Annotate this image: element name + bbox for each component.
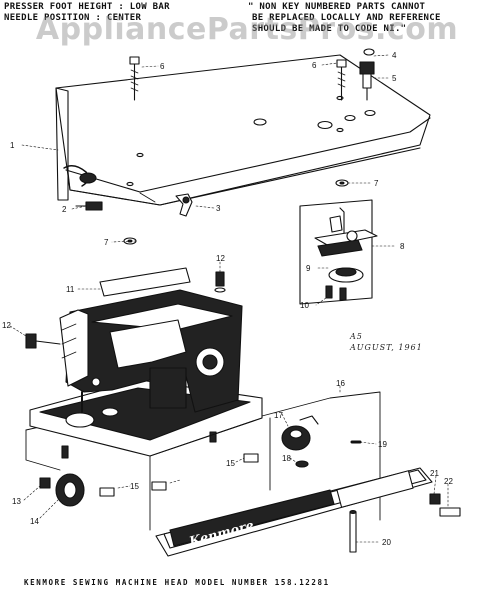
part-label: 6 <box>312 61 317 70</box>
part-label: 9 <box>306 264 311 273</box>
trim-strip-11 <box>99 267 191 297</box>
part-label: 15 <box>130 482 139 491</box>
part-label: 1 <box>10 141 15 150</box>
part-3-lever <box>175 193 193 217</box>
part-label: 3 <box>216 204 221 213</box>
clip-15a <box>99 487 115 497</box>
part-label: 17 <box>274 411 283 420</box>
header-right-line1: " NON KEY NUMBERED PARTS CANNOT <box>248 2 426 12</box>
part-label: 12 <box>216 254 225 263</box>
part-label: 4 <box>392 51 397 60</box>
machine-head <box>25 289 263 471</box>
part-label: 5 <box>392 74 397 83</box>
clip-15b <box>151 481 167 491</box>
part-label: 13 <box>12 497 21 506</box>
spool-pin-assembly <box>359 48 375 101</box>
part-2-screw <box>75 201 103 211</box>
part-label: 19 <box>378 440 387 449</box>
part-label: 6 <box>160 62 165 71</box>
part-labels: 1 2 3 4 5 6 6 7 7 8 9 10 11 12 12 13 14 … <box>2 51 453 547</box>
part-label: 22 <box>444 477 453 486</box>
header-right-line2: BE REPLACED LOCALLY AND REFERENCE <box>252 13 441 23</box>
header-left-line2: NEEDLE POSITION : CENTER <box>4 13 142 23</box>
part-label: 15 <box>226 459 235 468</box>
annotation-date: AUGUST, 1961 <box>350 343 423 352</box>
leader-lines <box>9 54 449 543</box>
part-label: 21 <box>430 469 439 478</box>
annotation-code: A5 <box>350 332 363 341</box>
header-left-line1: PRESSER FOOT HEIGHT : LOW BAR <box>4 2 170 12</box>
screw-6b <box>336 59 347 101</box>
part-label: 11 <box>66 285 75 294</box>
part-label: 18 <box>282 454 291 463</box>
stitch-knob-13-14 <box>39 473 85 507</box>
part-label: 12 <box>2 321 11 330</box>
clip-15c <box>243 453 259 463</box>
part-label: 7 <box>374 179 379 188</box>
part-label: 7 <box>104 238 109 247</box>
diagram-caption: KENMORE SEWING MACHINE HEAD MODEL NUMBER… <box>24 578 330 587</box>
part-label: 8 <box>400 242 405 251</box>
bobbin-winder-box <box>299 199 378 305</box>
screw-12a <box>25 333 61 349</box>
part-label: 14 <box>30 517 39 526</box>
front-panel-box <box>149 391 461 557</box>
screw-6a <box>129 56 140 101</box>
part-label: 16 <box>336 379 345 388</box>
watermark: AppliancePartsPros.com <box>35 12 459 47</box>
screw-12b <box>214 271 226 293</box>
top-cover <box>55 54 431 206</box>
part-label: 20 <box>382 538 391 547</box>
header-right-line3: SHOULD BE MADE TO CODE NI." <box>252 24 407 34</box>
part-label: 10 <box>300 301 309 310</box>
part-label: 2 <box>62 205 67 214</box>
